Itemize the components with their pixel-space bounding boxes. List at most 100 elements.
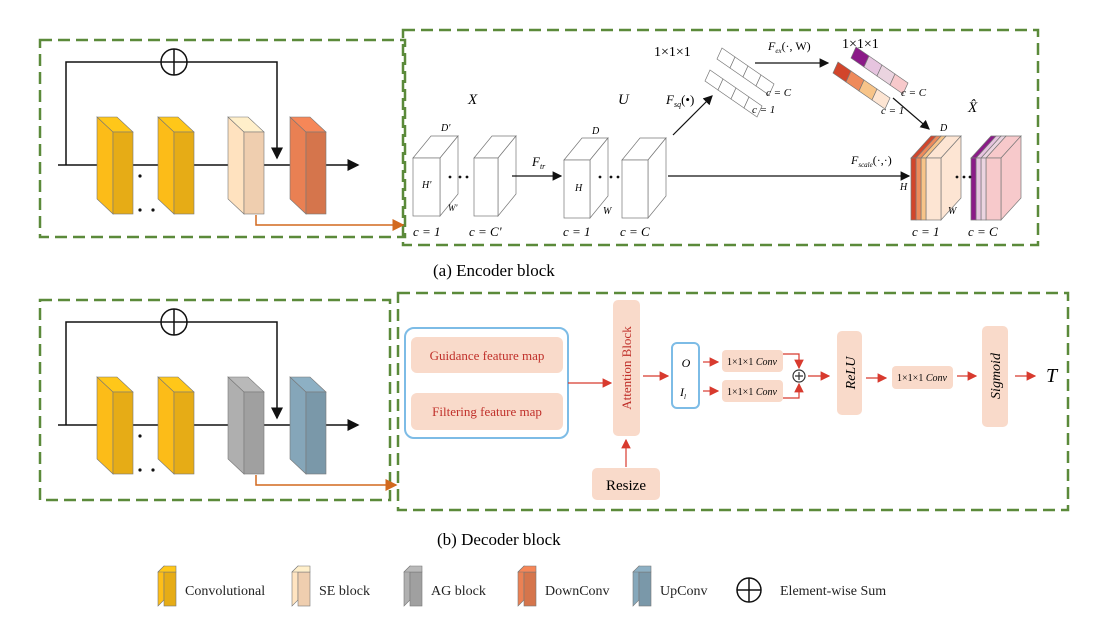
i-label: Il bbox=[679, 385, 686, 401]
ellipsis-dot bbox=[151, 468, 155, 472]
ag-block bbox=[227, 376, 265, 475]
o-i-box bbox=[671, 342, 700, 409]
convolutional-block bbox=[96, 376, 134, 475]
u-label: U bbox=[618, 92, 630, 108]
ellipsis-dot bbox=[968, 175, 972, 179]
convolutional-block-icon bbox=[157, 565, 177, 607]
w-label: W bbox=[603, 206, 613, 217]
resize-box bbox=[592, 468, 660, 500]
decoder-left-frame bbox=[38, 298, 392, 502]
se-block-detail bbox=[412, 46, 1022, 221]
u-c1-label: c = 1 bbox=[563, 224, 591, 239]
encoder-left-frame bbox=[38, 38, 407, 239]
ellipsis-dot bbox=[138, 174, 142, 178]
f-scale-label: Fscale(·,·) bbox=[850, 153, 892, 169]
xhat-cC-label: c = C bbox=[968, 224, 998, 239]
attention-block-label: Attention Block bbox=[619, 326, 634, 410]
upconv-block bbox=[289, 376, 327, 475]
downconv-block bbox=[289, 116, 327, 215]
legend-label: UpConv bbox=[660, 584, 707, 599]
output-t-label: T bbox=[1046, 365, 1059, 387]
squeeze-vector-c1-label: c = 1 bbox=[752, 104, 775, 116]
feature-cube-x-cC bbox=[473, 135, 517, 217]
convolutional-block bbox=[157, 116, 195, 215]
legend-label: AG block bbox=[431, 584, 486, 599]
d-prime-label: D' bbox=[440, 123, 451, 134]
feature-cube-u-cC bbox=[621, 137, 667, 219]
squeeze-vector-size: 1×1×1 bbox=[654, 45, 691, 60]
ellipsis-dot bbox=[465, 175, 469, 179]
decoder-caption: (b) Decoder block bbox=[437, 530, 561, 549]
conv-label-i: 1×1×1 Conv bbox=[727, 387, 777, 398]
h-label: H bbox=[574, 183, 583, 194]
feature-cube-xhat-c1 bbox=[910, 135, 962, 221]
xhat-label: X̂ bbox=[967, 100, 978, 116]
squeeze-vector-cC-label: c = C bbox=[766, 87, 792, 99]
decoder-right-frame bbox=[396, 291, 1070, 512]
excite-vector-c1 bbox=[832, 61, 891, 110]
d-label: D bbox=[591, 126, 600, 137]
conv-label-o: 1×1×1 Conv bbox=[727, 357, 777, 368]
ellipsis-dot bbox=[598, 175, 602, 179]
legend-label: SE block bbox=[319, 584, 370, 599]
legend-label: DownConv bbox=[545, 584, 610, 599]
u-cC-label: c = C bbox=[620, 224, 650, 239]
f-ex-label: Fex(·, W) bbox=[767, 39, 811, 55]
connection-to-detail bbox=[255, 475, 398, 491]
excite-vector-c1-label: c = 1 bbox=[881, 105, 904, 117]
legend-label: Convolutional bbox=[185, 584, 265, 599]
element-wise-sum-icon bbox=[736, 577, 762, 603]
excite-to-scale-arrow bbox=[892, 97, 930, 130]
f-sq-arrow bbox=[672, 95, 713, 136]
xhat-c1-label: c = 1 bbox=[912, 224, 940, 239]
ellipsis-dot bbox=[609, 175, 613, 179]
squeeze-vector-cC bbox=[716, 47, 775, 96]
convolutional-block bbox=[96, 116, 134, 215]
excite-vector-cC-label: c = C bbox=[901, 87, 927, 99]
element-wise-sum-icon bbox=[160, 308, 188, 336]
resize-label: Resize bbox=[606, 478, 646, 494]
conv-box-final bbox=[892, 366, 953, 389]
encoder-right-frame bbox=[401, 28, 1040, 247]
xhat-h-label: H bbox=[899, 182, 908, 193]
element-wise-sum-icon bbox=[160, 48, 188, 76]
ellipsis-dot bbox=[448, 175, 452, 179]
x-c1-label: c = 1 bbox=[413, 224, 441, 239]
ellipsis-dot bbox=[955, 175, 959, 179]
element-wise-sum-icon bbox=[792, 369, 806, 383]
conv-label-final: 1×1×1 Conv bbox=[897, 373, 947, 384]
squeeze-vector-c1 bbox=[704, 69, 763, 118]
ellipsis-dot bbox=[138, 434, 142, 438]
feature-cube-x-c1 bbox=[412, 135, 459, 217]
se-block-icon bbox=[291, 565, 311, 607]
ellipsis-dot bbox=[962, 175, 966, 179]
upconv-block-icon bbox=[632, 565, 652, 607]
x-cC-prime-label: c = C' bbox=[469, 224, 502, 239]
excite-vector-cC bbox=[850, 46, 909, 95]
filtering-feature-map-label: Filtering feature map bbox=[432, 404, 542, 419]
h-prime-label: H' bbox=[421, 180, 432, 191]
feature-cube-xhat-cC bbox=[970, 135, 1022, 221]
ag-block-icon bbox=[403, 565, 423, 607]
conv-i-to-sum bbox=[783, 382, 804, 399]
ellipsis-dot bbox=[151, 208, 155, 212]
guidance-feature-map-box bbox=[411, 337, 563, 373]
attention-block-box bbox=[613, 300, 640, 436]
sigmoid-label: Sigmoid bbox=[989, 352, 1004, 399]
ellipsis-dot bbox=[616, 175, 620, 179]
excite-vector-size: 1×1×1 bbox=[842, 37, 879, 52]
sigmoid-box bbox=[982, 326, 1008, 427]
x-label: X bbox=[467, 92, 478, 108]
feature-cube-u-c1 bbox=[563, 137, 609, 219]
downconv-block-icon bbox=[517, 565, 537, 607]
connection-to-detail bbox=[255, 215, 405, 231]
encoder-caption: (a) Encoder block bbox=[433, 261, 555, 280]
f-tr-label: Ftr bbox=[531, 154, 546, 171]
filtering-feature-map-box bbox=[411, 393, 563, 430]
ellipsis-dot bbox=[458, 175, 462, 179]
relu-label: ReLU bbox=[844, 356, 859, 391]
legend-label: Element-wise Sum bbox=[780, 584, 886, 599]
se-block bbox=[227, 116, 265, 215]
ellipsis-dot bbox=[138, 208, 142, 212]
